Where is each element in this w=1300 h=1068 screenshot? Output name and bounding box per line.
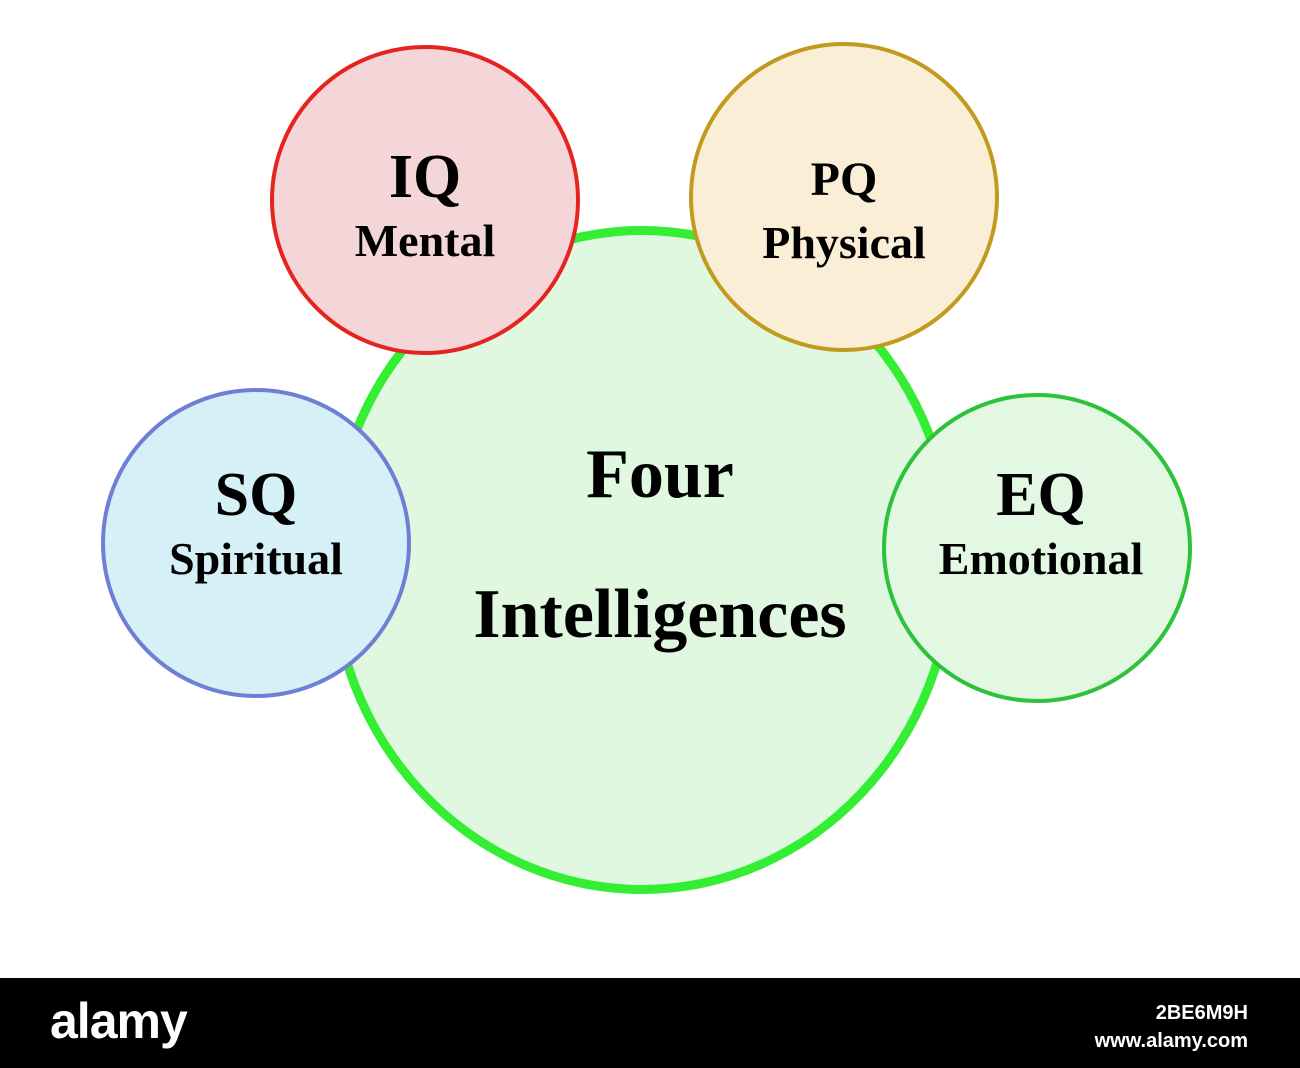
pq-label: Physical <box>762 217 926 268</box>
eq-abbr: EQ <box>996 461 1086 529</box>
sq-circle <box>101 388 411 698</box>
iq-label: Mental <box>354 215 496 266</box>
pq-abbr: PQ <box>810 153 878 206</box>
pq-circle <box>689 42 999 352</box>
center-title-line1: Four <box>586 436 734 513</box>
diagram-canvas: Four Intelligences IQ Mental PQ Physical… <box>101 42 1192 894</box>
eq-circle <box>882 393 1192 703</box>
iq-abbr: IQ <box>388 143 462 211</box>
site-url: www.alamy.com <box>1094 1030 1248 1052</box>
watermark-bar <box>0 978 1300 1068</box>
image-id: 2BE6M9H <box>1155 1002 1248 1024</box>
iq-circle <box>270 45 580 355</box>
sq-abbr: SQ <box>214 461 298 529</box>
center-title-line2: Intelligences <box>473 576 847 653</box>
eq-label: Emotional <box>938 533 1144 584</box>
sq-label: Spiritual <box>169 533 343 584</box>
brand-logo: alamy <box>50 993 188 1049</box>
